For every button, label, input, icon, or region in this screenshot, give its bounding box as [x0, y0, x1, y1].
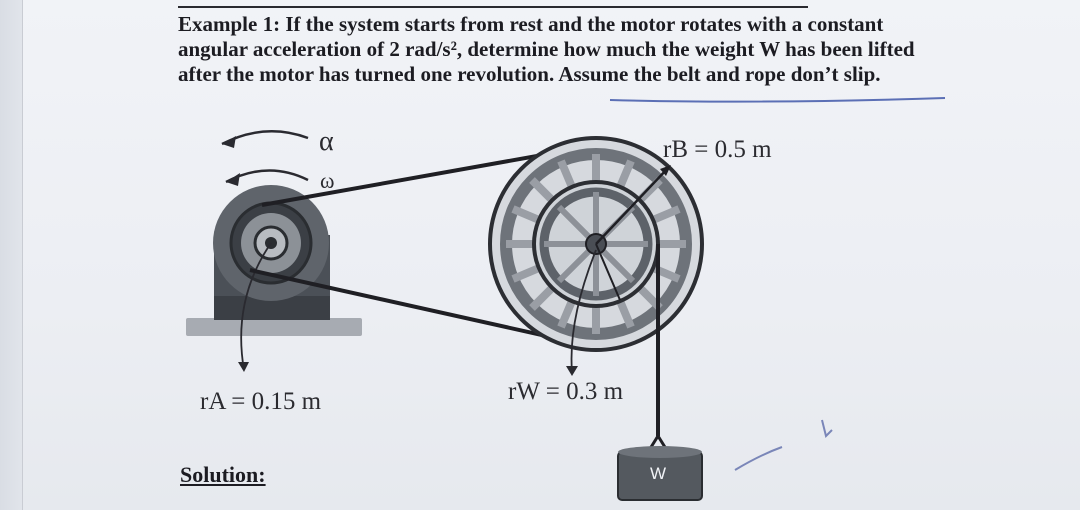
problem-line-1: Example 1: If the system starts from res…: [178, 12, 884, 36]
pen-underline: [609, 97, 946, 103]
rW-arrow: [570, 249, 597, 373]
problem-line-3: after the motor has turned one revolutio…: [178, 62, 881, 86]
pen-mark-2: [821, 419, 833, 438]
problem-statement: Example 1: If the system starts from res…: [178, 12, 998, 87]
weight-block: [617, 446, 703, 501]
weight-label: W: [650, 464, 667, 483]
rA-arrow: [240, 242, 272, 371]
wheel-icon: [488, 136, 704, 352]
solution-heading: Solution:: [180, 462, 266, 487]
alpha-label: α: [319, 126, 334, 157]
omega-label: ω: [320, 168, 335, 193]
problem-line-2: angular acceleration of 2 rad/s², determ…: [178, 37, 915, 61]
rW-label: rW = 0.3 m: [508, 378, 624, 405]
rA-label: rA = 0.15 m: [200, 388, 322, 415]
rB-label: rB = 0.5 m: [663, 136, 772, 163]
pen-mark: [734, 446, 783, 471]
motor-icon: [186, 185, 362, 336]
